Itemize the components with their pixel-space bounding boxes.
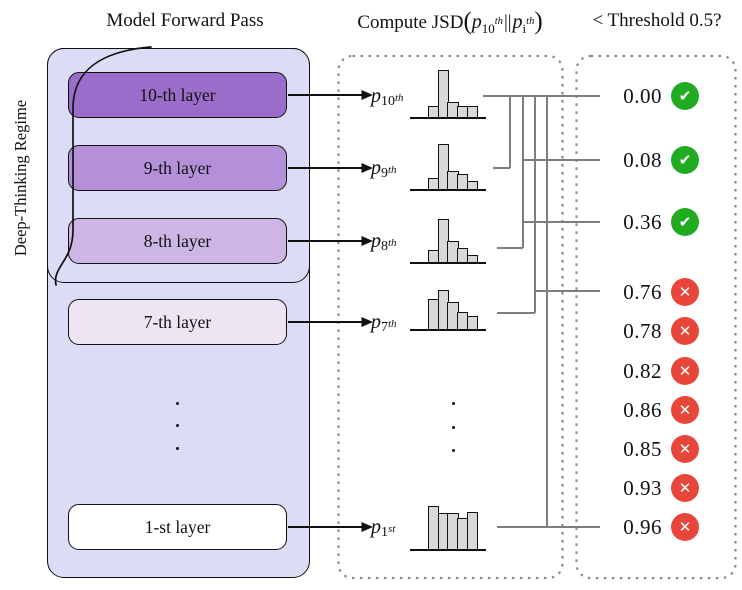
check-icon: ✔ xyxy=(671,82,699,110)
jsd-p-top: p10th xyxy=(471,11,503,36)
layer-box-9-th: 9-th layer xyxy=(68,145,287,191)
threshold-row: 0.85 ✕ xyxy=(600,435,699,463)
jsd-connector-line xyxy=(497,96,536,314)
jsd-connector-line xyxy=(497,96,524,249)
threshold-value: 0.86 xyxy=(623,397,662,422)
middle-column-title: Compute JSD(p10th||pith) xyxy=(333,7,567,36)
jsd-p-generic: pith xyxy=(512,11,535,36)
threshold-row: 0.00 ✔ xyxy=(600,82,699,110)
threshold-value: 0.96 xyxy=(623,514,662,539)
threshold-row: 0.82 ✕ xyxy=(600,357,699,385)
layer-box-7-th: 7-th layer xyxy=(68,299,287,345)
dist-label-base: p xyxy=(371,84,381,107)
threshold-row: 0.78 ✕ xyxy=(600,317,699,345)
threshold-row: 0.86 ✕ xyxy=(600,396,699,424)
layer-label: 9-th layer xyxy=(143,157,212,178)
jsd-open-paren: ( xyxy=(463,8,472,35)
dist-label-superscript: st xyxy=(388,523,396,535)
dist-label-superscript: th xyxy=(395,92,404,104)
jsd-connector-line xyxy=(493,96,511,169)
histogram-p7 xyxy=(428,290,484,330)
check-icon: ✔ xyxy=(671,208,699,236)
jsd-title-prefix: Compute JSD xyxy=(357,12,464,33)
threshold-value: 0.36 xyxy=(623,209,662,234)
cross-icon: ✕ xyxy=(671,396,699,424)
layer-label: 7-th layer xyxy=(143,311,212,332)
dist-label-superscript: th xyxy=(388,164,397,176)
left-column-title: Model Forward Pass xyxy=(106,10,264,31)
model-ellipsis-dot xyxy=(176,424,180,428)
threshold-value: 0.78 xyxy=(623,318,662,343)
dist-label-superscript: th xyxy=(388,318,397,330)
histogram-p1 xyxy=(428,506,484,550)
dist-label-base: p xyxy=(371,310,381,333)
histogram-p8 xyxy=(428,219,484,263)
dist-label-base: p xyxy=(371,515,381,538)
histogram-bar xyxy=(466,512,478,550)
threshold-value: 0.00 xyxy=(623,83,662,108)
cross-icon: ✕ xyxy=(671,513,699,541)
jsd-ellipsis-dot xyxy=(452,449,456,453)
layer-box-10-th: 10-th layer xyxy=(68,72,287,118)
jsd-divider: || xyxy=(503,12,512,33)
cross-icon: ✕ xyxy=(671,357,699,385)
threshold-row: 0.76 ✕ xyxy=(600,278,699,306)
layer-box-8-th: 8-th layer xyxy=(68,218,287,264)
layer-label: 1-st layer xyxy=(144,516,211,537)
layer-box-1-st: 1-st layer xyxy=(68,504,287,550)
histogram-baseline xyxy=(410,549,486,551)
histogram-p9 xyxy=(428,144,484,190)
cross-icon: ✕ xyxy=(671,317,699,345)
threshold-value: 0.08 xyxy=(623,147,662,172)
dist-label-superscript: th xyxy=(388,237,397,249)
threshold-value: 0.82 xyxy=(623,358,662,383)
jsd-ellipsis-dot xyxy=(452,402,456,406)
cross-icon: ✕ xyxy=(671,278,699,306)
threshold-value: 0.76 xyxy=(623,279,662,304)
threshold-row: 0.08 ✔ xyxy=(600,146,699,174)
threshold-row: 0.93 ✕ xyxy=(600,474,699,502)
histogram-baseline xyxy=(410,262,486,264)
model-ellipsis-dot xyxy=(176,402,180,406)
layer-label: 8-th layer xyxy=(143,230,212,251)
histogram-bar xyxy=(466,316,478,330)
histogram-baseline xyxy=(410,189,486,191)
histogram-p10 xyxy=(428,70,484,118)
jsd-close-paren: ) xyxy=(534,8,543,35)
dist-label-base: p xyxy=(371,156,381,179)
model-ellipsis-dot xyxy=(176,447,180,451)
check-icon: ✔ xyxy=(671,146,699,174)
regime-label: Deep-Thinking Regime xyxy=(11,99,30,257)
threshold-value: 0.93 xyxy=(623,475,662,500)
threshold-value: 0.85 xyxy=(623,436,662,461)
dist-label-base: p xyxy=(371,229,381,252)
histogram-baseline xyxy=(410,117,486,119)
histogram-baseline xyxy=(410,329,486,331)
jsd-ellipsis-dot xyxy=(452,426,456,430)
histogram-bar xyxy=(466,106,478,118)
cross-icon: ✕ xyxy=(671,474,699,502)
threshold-row: 0.36 ✔ xyxy=(600,208,699,236)
right-column-title: < Threshold 0.5? xyxy=(592,10,722,31)
layer-label: 10-th layer xyxy=(139,84,216,105)
threshold-row: 0.96 ✕ xyxy=(600,513,699,541)
cross-icon: ✕ xyxy=(671,435,699,463)
